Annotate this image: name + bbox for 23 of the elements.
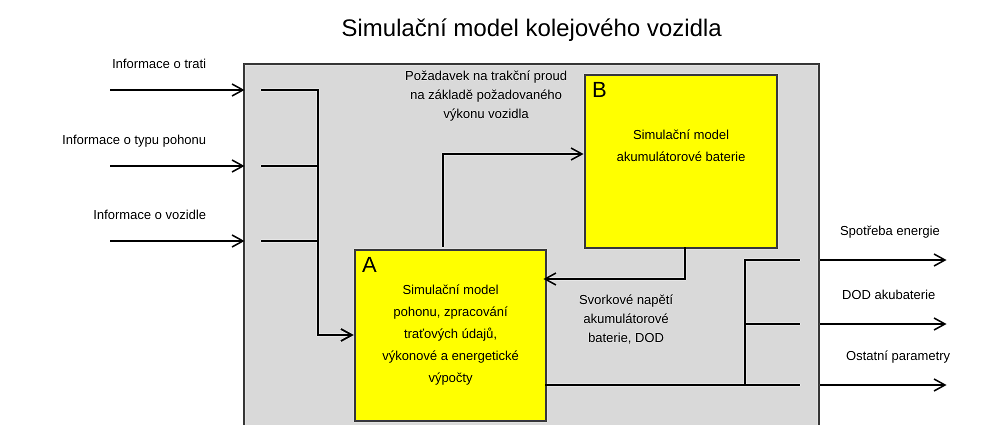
block-letter: B — [592, 78, 607, 102]
arrow — [442, 147, 583, 247]
process-text: Simulační model pohonu, zpracování traťových údajů, výkonové a energetické výpočty — [381, 281, 520, 387]
arrow — [110, 159, 244, 173]
process-box — [354, 249, 547, 422]
io-label: Informace o typu pohonu — [4, 131, 206, 166]
io-label: Informace o trati — [40, 55, 206, 90]
io-label: Ostatní parametry — [830, 347, 985, 385]
arrow — [544, 247, 686, 286]
io-label: DOD akubaterie — [830, 286, 980, 324]
arrow — [261, 240, 353, 342]
io-label: Spotřeba energie — [830, 222, 980, 260]
io-label: Informace o vozidle — [40, 206, 206, 241]
block-letter: A — [362, 253, 377, 277]
arrow — [110, 83, 244, 97]
arrow — [820, 317, 946, 331]
connector-line — [545, 259, 800, 386]
arrow — [820, 378, 946, 392]
process-box — [584, 74, 778, 249]
arrow — [820, 253, 946, 267]
arrow — [110, 234, 244, 248]
panel-label: Simulační model kolejového vozidla — [340, 14, 723, 44]
process-text: Simulační model akumulátorové baterie — [616, 126, 746, 166]
